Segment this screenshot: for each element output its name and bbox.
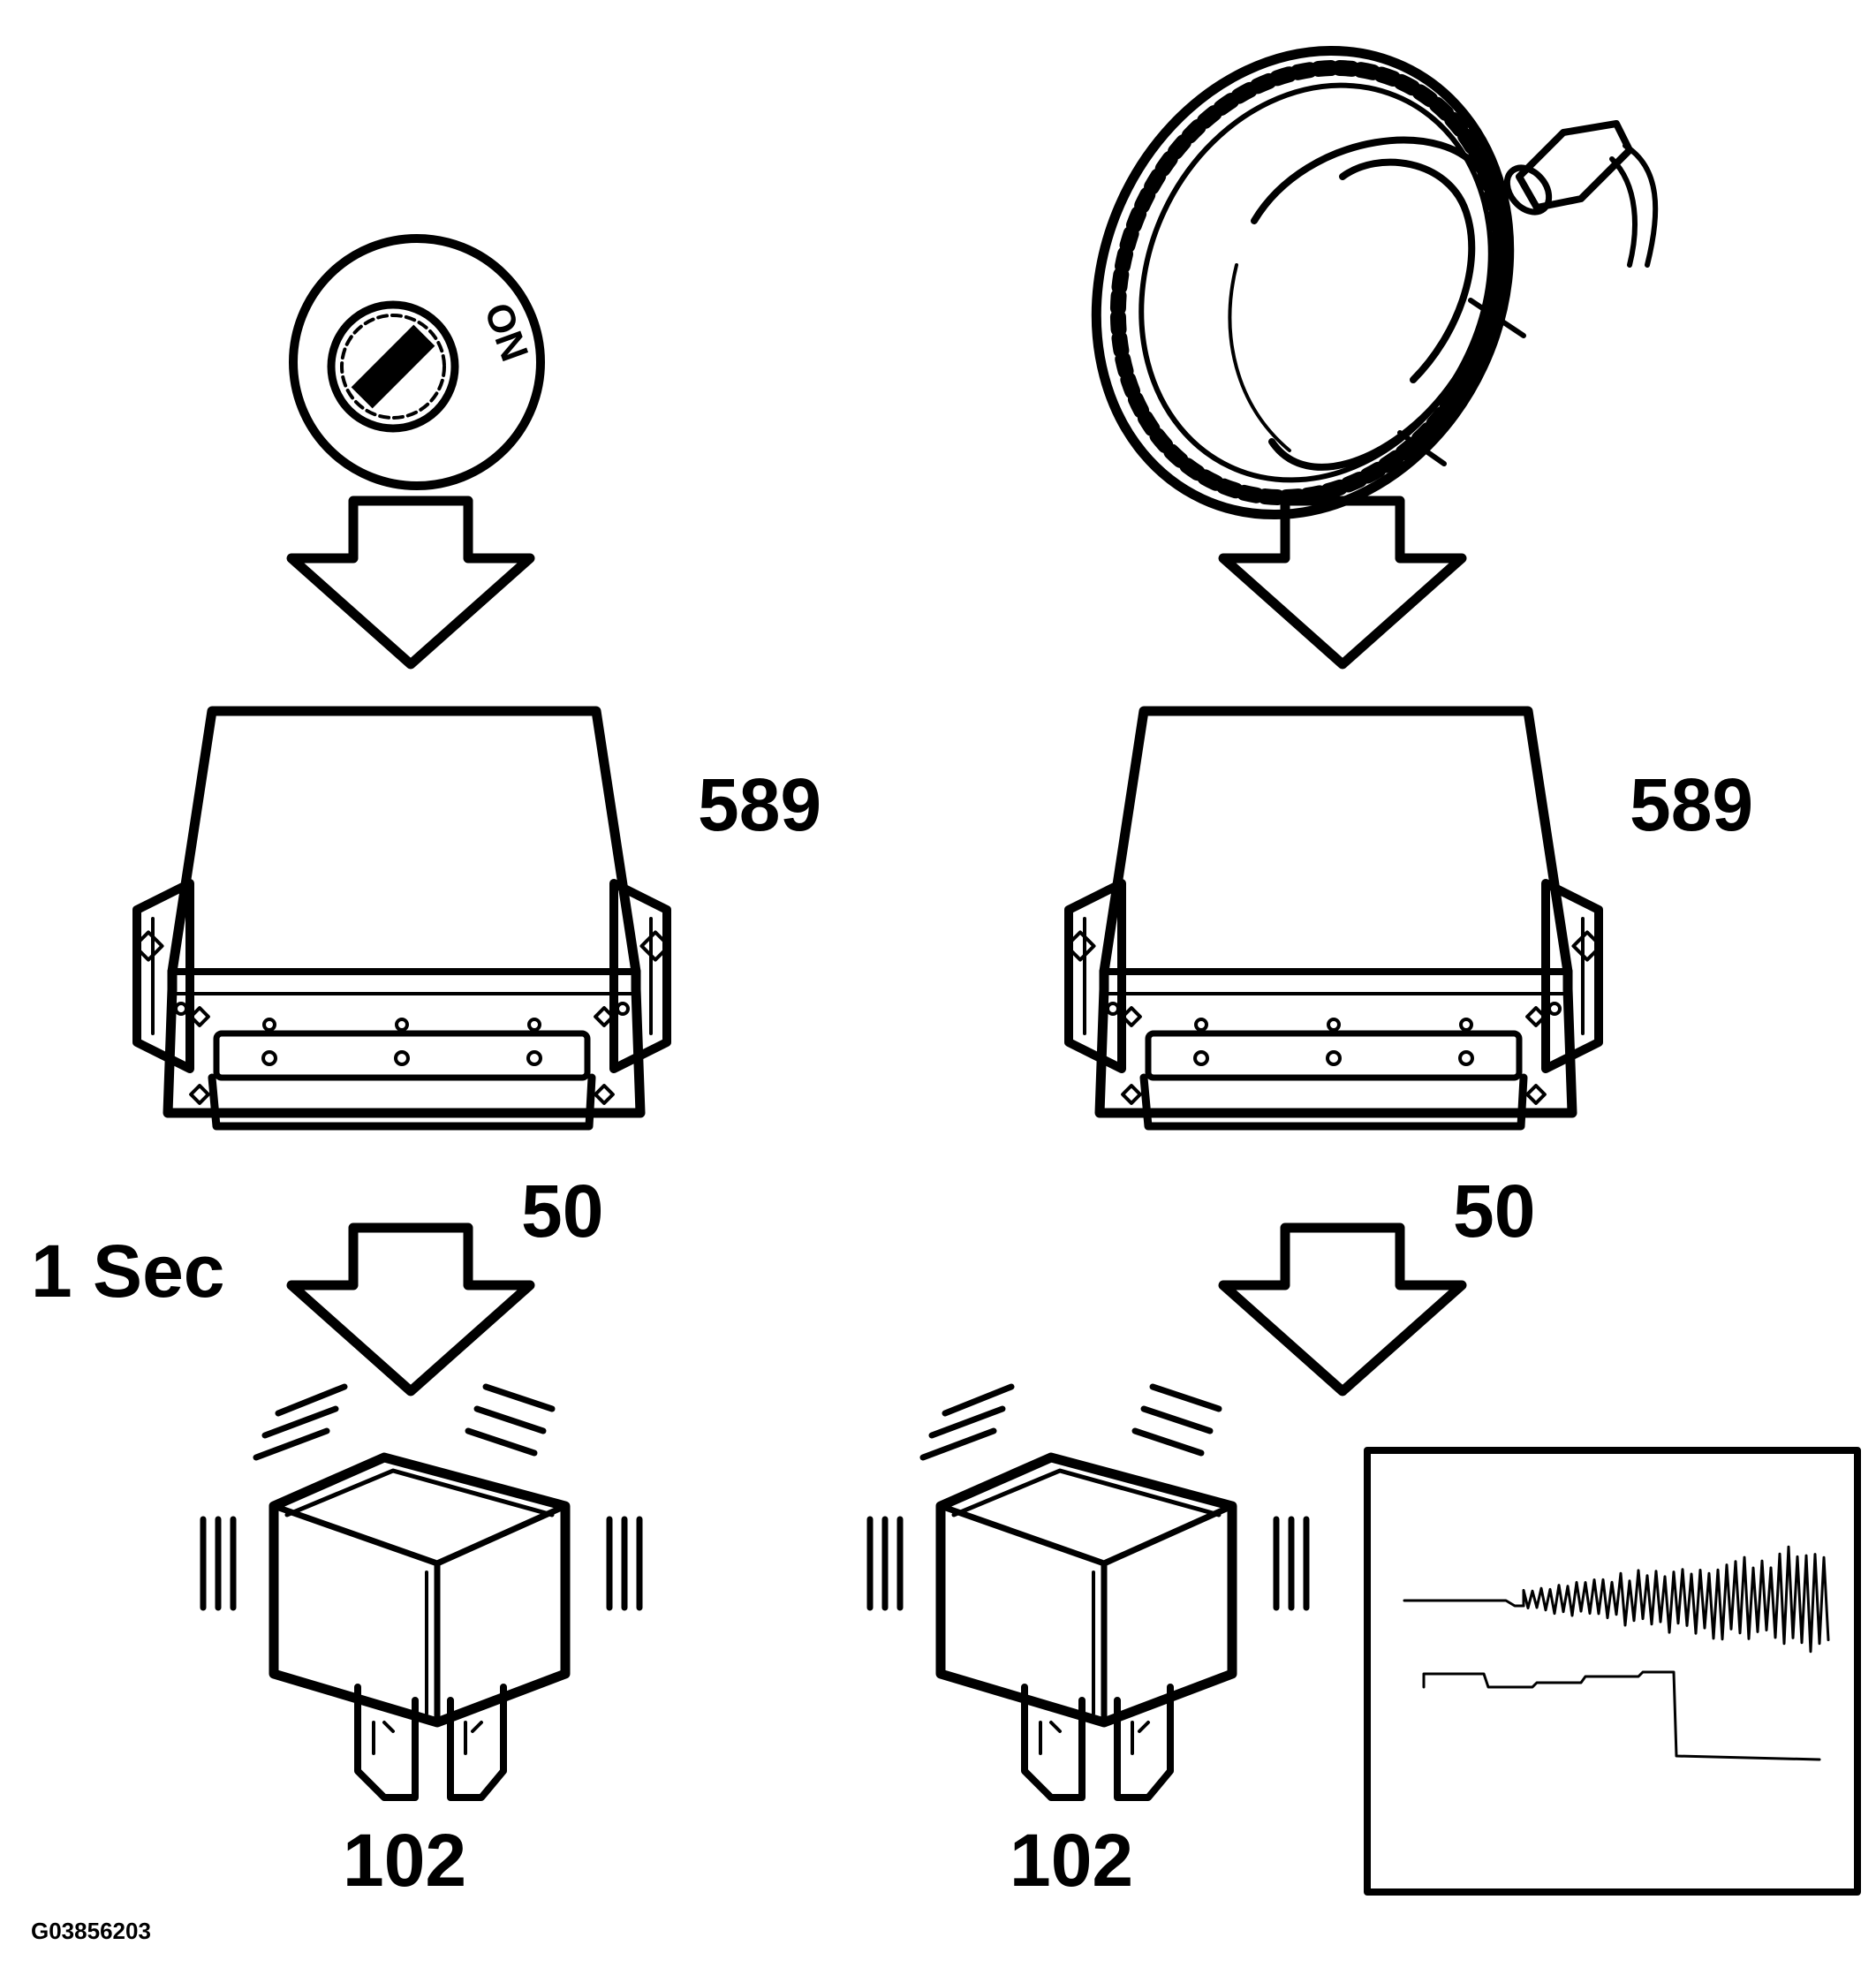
signal-trace-panel xyxy=(1364,1447,1861,1896)
control-module-label-right: 589 xyxy=(1630,763,1753,846)
wheel-speed-sensor-icon xyxy=(1503,120,1659,268)
connector-label-left: 50 xyxy=(521,1169,603,1253)
figure-id: G03856203 xyxy=(31,1918,151,1944)
relay-left-icon xyxy=(203,1387,639,1798)
arrow-down-icon xyxy=(1223,501,1462,664)
control-module-right xyxy=(1066,711,1600,1126)
connector-label-right: 50 xyxy=(1453,1169,1535,1253)
relay-label-left: 102 xyxy=(343,1819,466,1902)
arrow-down-icon xyxy=(291,501,530,664)
relay-label-right: 102 xyxy=(1010,1819,1133,1902)
control-module-label-left: 589 xyxy=(698,763,821,846)
control-module-left xyxy=(134,711,669,1126)
timing-label: 1 Sec xyxy=(31,1230,225,1313)
arrow-down-icon xyxy=(291,1228,530,1391)
tone-ring-wheel-icon xyxy=(1091,45,1526,520)
ignition-switch-icon xyxy=(289,234,545,490)
arrow-down-icon xyxy=(1223,1228,1462,1391)
relay-right-icon xyxy=(870,1387,1306,1798)
